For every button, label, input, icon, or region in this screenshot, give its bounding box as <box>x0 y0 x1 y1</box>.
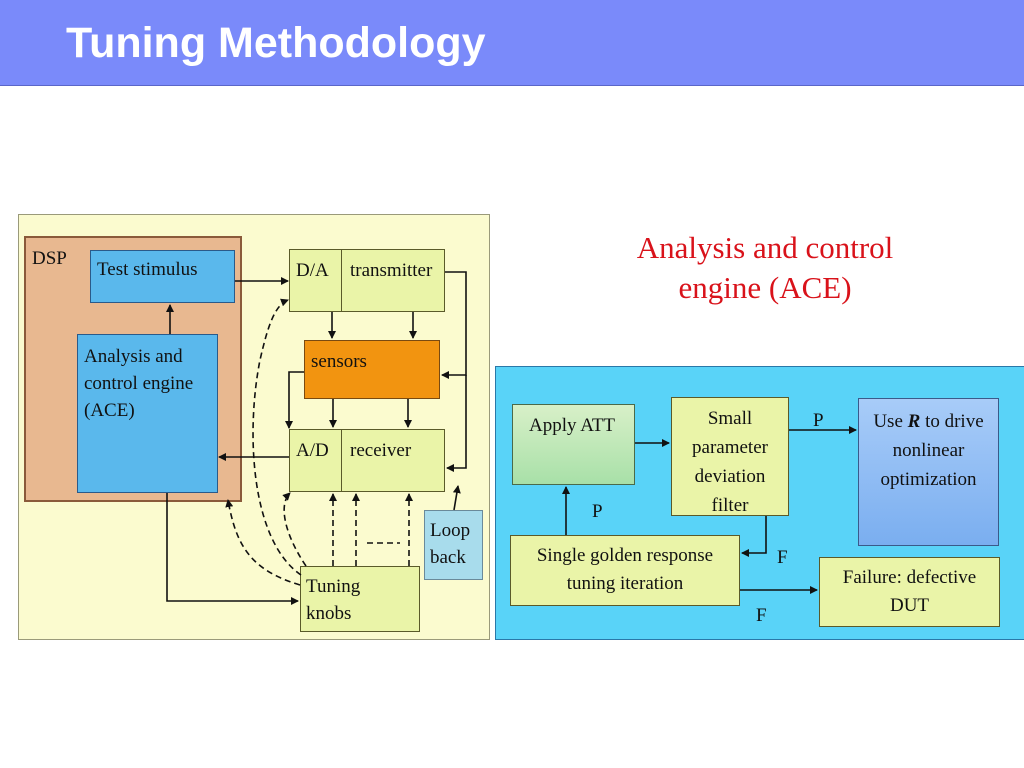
test-stimulus-label: Test stimulus <box>97 259 198 280</box>
tuning-knobs-label: Tuning knobs <box>306 576 361 624</box>
f-label-bottom: F <box>756 605 767 626</box>
nonlinear-optimization-label: nonlinear optimization <box>880 440 977 490</box>
receiver-label: receiver <box>350 440 412 461</box>
ad-label: A/D <box>296 440 329 461</box>
f-label-mid: F <box>777 547 788 568</box>
header-bar: Tuning Methodology <box>0 0 1024 86</box>
small-parameter-filter-label: Small parameter deviation filter <box>692 408 768 516</box>
failure-defective-dut-label: Failure: defective DUT <box>842 567 977 616</box>
ad-receiver-block: A/D receiver <box>289 429 445 492</box>
arrow-ace-to-tuning-knobs <box>166 493 299 605</box>
loop-back-label: Loop back <box>430 520 471 568</box>
use-r-prefix: Use <box>873 411 908 432</box>
r-variable: R <box>907 411 921 432</box>
p-label-top: P <box>813 410 824 431</box>
loop-back-block: Loop back <box>424 510 483 580</box>
sensors-block: sensors <box>304 340 440 399</box>
nonlinear-optimization-block: Use R to drive nonlinear optimization <box>858 398 999 546</box>
small-parameter-filter-block: Small parameter deviation filter <box>671 397 789 516</box>
arrow-sensors-left-feedback <box>285 371 304 429</box>
dashed-knobs-to-ad <box>282 492 307 567</box>
ace-caption: Analysis and control engine (ACE) <box>636 230 894 305</box>
single-golden-response-label: Single golden response tuning iteration <box>536 545 714 594</box>
arrow-filter-to-single-golden <box>741 516 767 557</box>
dashed-knobs-to-da <box>252 298 302 576</box>
ace-block: Analysis and control engine (ACE) <box>77 334 218 493</box>
tuning-knobs-block: Tuning knobs <box>300 566 420 632</box>
sensors-label: sensors <box>311 351 367 372</box>
single-golden-response-block: Single golden response tuning iteration <box>510 535 740 606</box>
arrow-loop-back-to-receiver <box>452 485 461 511</box>
page-title: Tuning Methodology <box>66 19 486 67</box>
da-transmitter-block: D/A transmitter <box>289 249 445 312</box>
p-label-left: P <box>592 501 603 522</box>
failure-defective-dut-block: Failure: defective DUT <box>819 557 1000 627</box>
apply-att-label: Apply ATT <box>529 415 616 436</box>
dsp-label: DSP <box>32 248 67 269</box>
use-r-label: Use R to drive <box>859 407 998 436</box>
ace-label: Analysis and control engine (ACE) <box>84 346 194 421</box>
arrow-transmitter-loop-to-sensors <box>441 271 467 379</box>
transmitter-label: transmitter <box>350 260 433 281</box>
apply-att-block: Apply ATT <box>512 404 635 485</box>
use-r-suffix: to drive <box>920 411 984 432</box>
arrow-transmitter-loop-to-receiver <box>446 375 467 472</box>
da-label: D/A <box>296 260 329 281</box>
dashed-knobs-to-ace <box>225 499 301 586</box>
test-stimulus-block: Test stimulus <box>90 250 235 303</box>
